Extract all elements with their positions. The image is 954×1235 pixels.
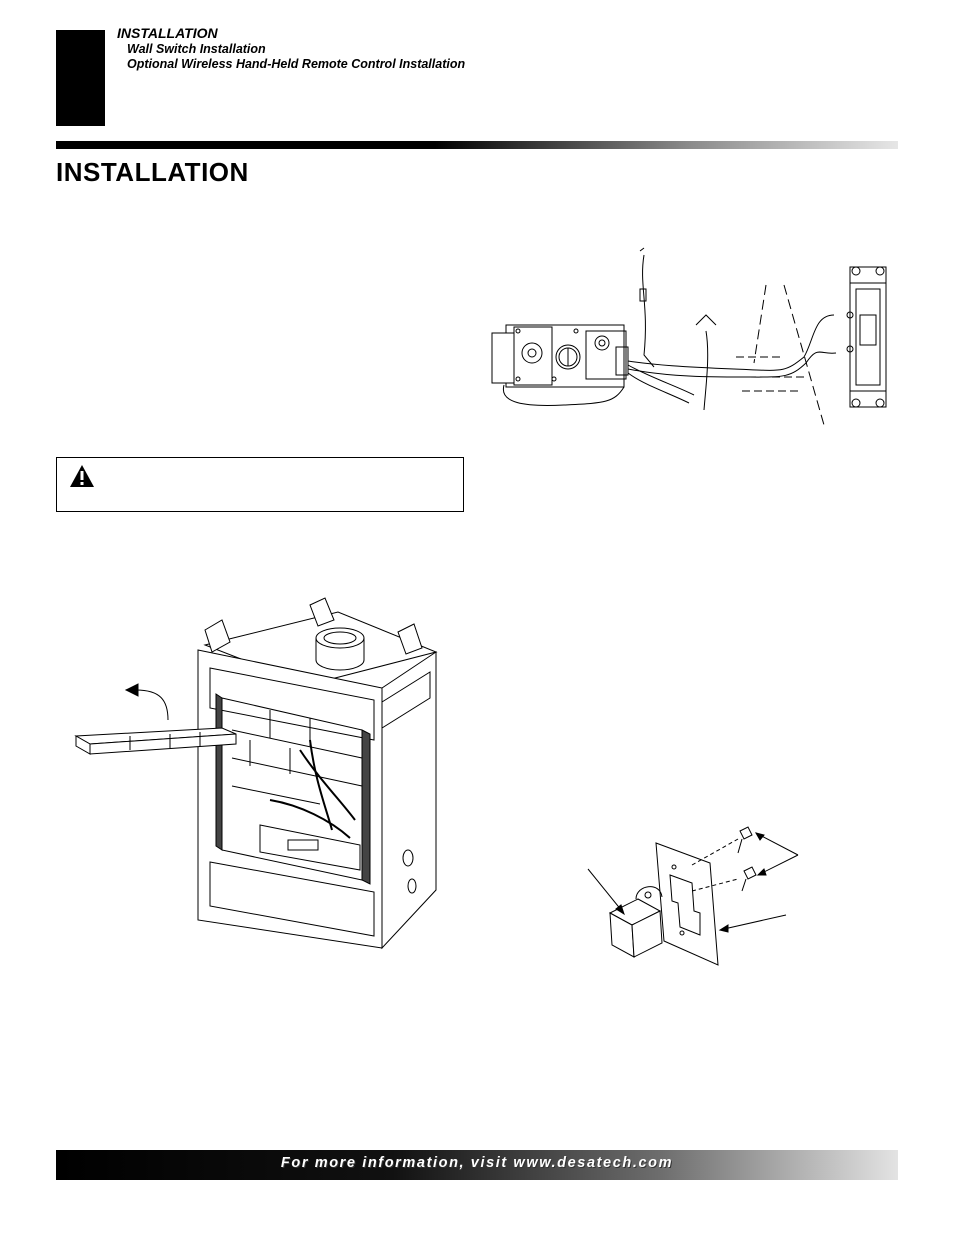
header-topic-wall-switch: Wall Switch Installation [127,42,266,56]
header-topic-remote-control: Optional Wireless Hand-Held Remote Contr… [127,57,466,71]
warning-box [56,457,464,512]
header-gradient-rule [56,141,898,149]
warning-triangle-icon [70,465,94,487]
fireplace-log-removal-figure [74,597,438,950]
footer-bar: For more information, visit www.desatech… [56,1150,898,1180]
section-tab-block [56,30,105,126]
header-section-title: INSTALLATION [117,25,218,41]
footer-website-text: For more information, visit www.desatech… [280,1155,674,1171]
wall-switch-wiring-figure [491,247,887,426]
receiver-bracket-figure [587,826,799,966]
page-title: INSTALLATION [56,157,249,187]
